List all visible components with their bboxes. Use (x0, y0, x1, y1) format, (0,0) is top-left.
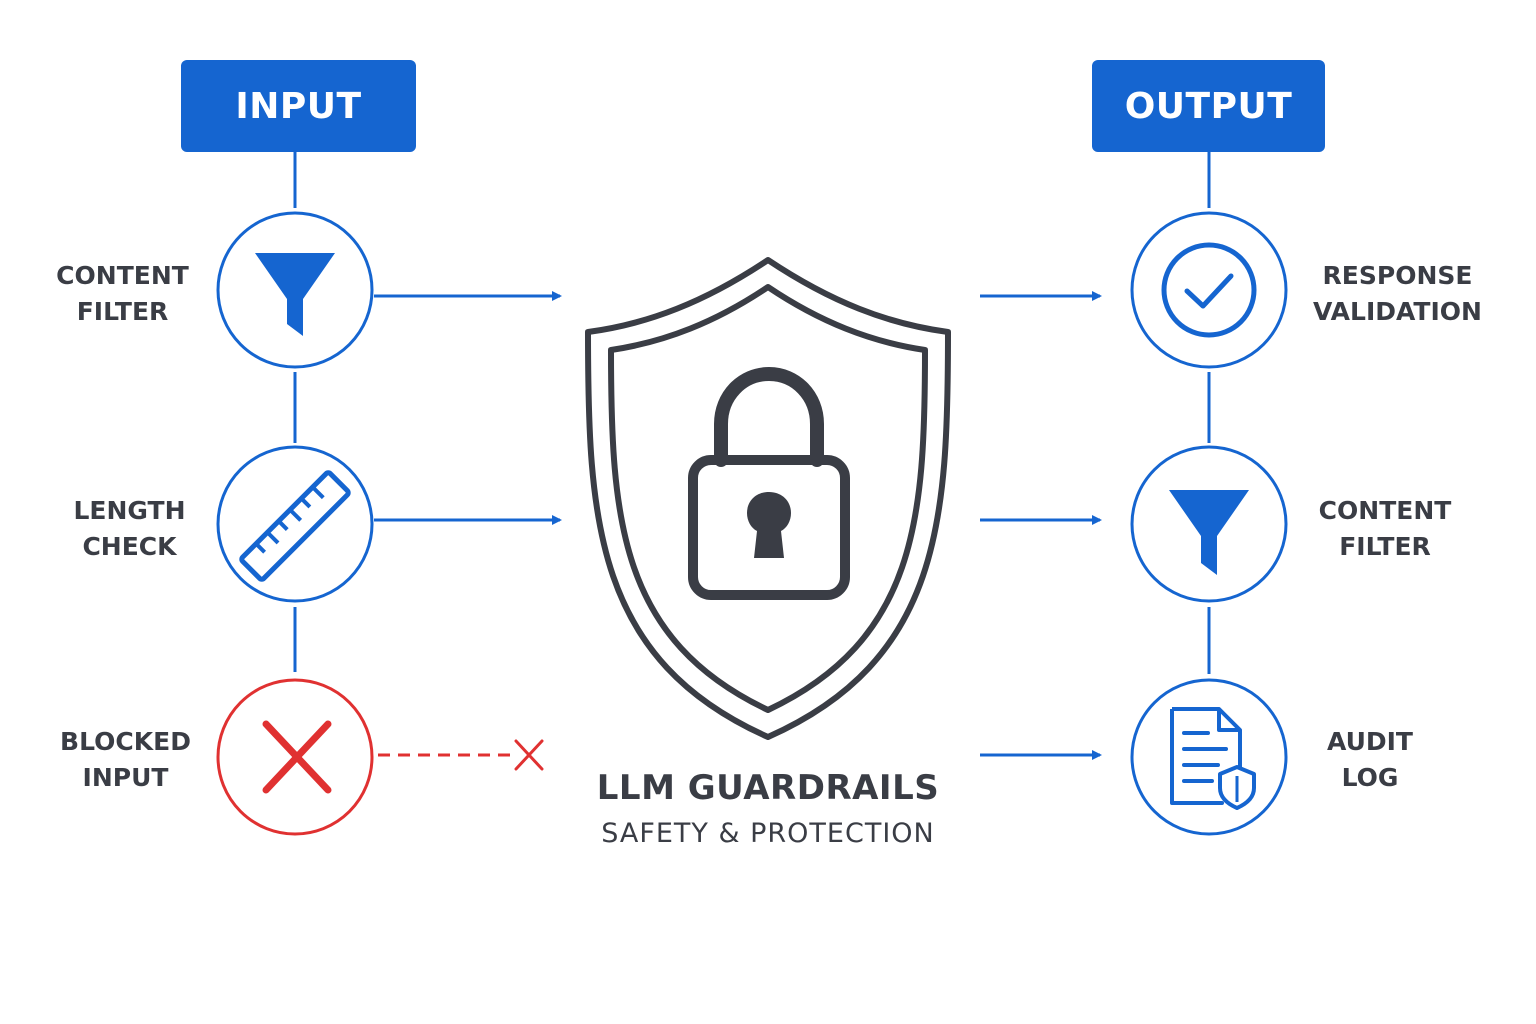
label-line: CONTENT (56, 261, 189, 290)
input-step-label-length-check: LENGTH CHECK (37, 493, 222, 565)
label-line: AUDIT (1327, 727, 1413, 756)
output-step-circle-validation (1130, 211, 1288, 369)
label-line: BLOCKED (60, 727, 191, 756)
label-line: INPUT (82, 763, 169, 792)
output-step-circle-audit-log (1130, 678, 1288, 836)
output-step-label-content-filter: CONTENT FILTER (1290, 493, 1480, 565)
document-shield-icon (1170, 707, 1256, 810)
ruler-icon (239, 470, 351, 582)
input-step-circle-length-check (216, 445, 374, 603)
output-step-label-audit-log: AUDIT LOG (1280, 724, 1460, 796)
funnel-icon (255, 253, 335, 336)
label-line: LOG (1341, 763, 1399, 792)
input-step-label-content-filter: CONTENT FILTER (30, 258, 215, 330)
keyhole-icon (747, 492, 791, 558)
input-arrows (374, 291, 562, 525)
diagram-subtitle: SAFETY & PROTECTION (601, 818, 935, 849)
output-arrows (980, 291, 1102, 760)
x-icon (262, 720, 332, 794)
label-line: CHECK (82, 532, 177, 561)
diagram-title: LLM GUARDRAILS (596, 768, 940, 808)
input-header: INPUT (181, 60, 416, 152)
label-line: FILTER (1339, 532, 1431, 561)
blocked-path (378, 739, 544, 771)
check-circle-icon (1161, 242, 1257, 338)
output-step-label-validation: RESPONSE VALIDATION (1300, 258, 1495, 330)
shield-lock-icon (585, 257, 951, 740)
output-header: OUTPUT (1092, 60, 1325, 152)
label-line: RESPONSE (1322, 261, 1473, 290)
blocked-x-icon (514, 739, 544, 771)
label-line: FILTER (76, 297, 169, 326)
input-step-label-blocked: BLOCKED INPUT (33, 724, 218, 796)
label-line: CONTENT (1318, 496, 1452, 525)
label-line: VALIDATION (1313, 297, 1482, 326)
label-line: LENGTH (73, 496, 186, 525)
padlock-icon (688, 367, 850, 600)
funnel-icon (1169, 490, 1249, 575)
